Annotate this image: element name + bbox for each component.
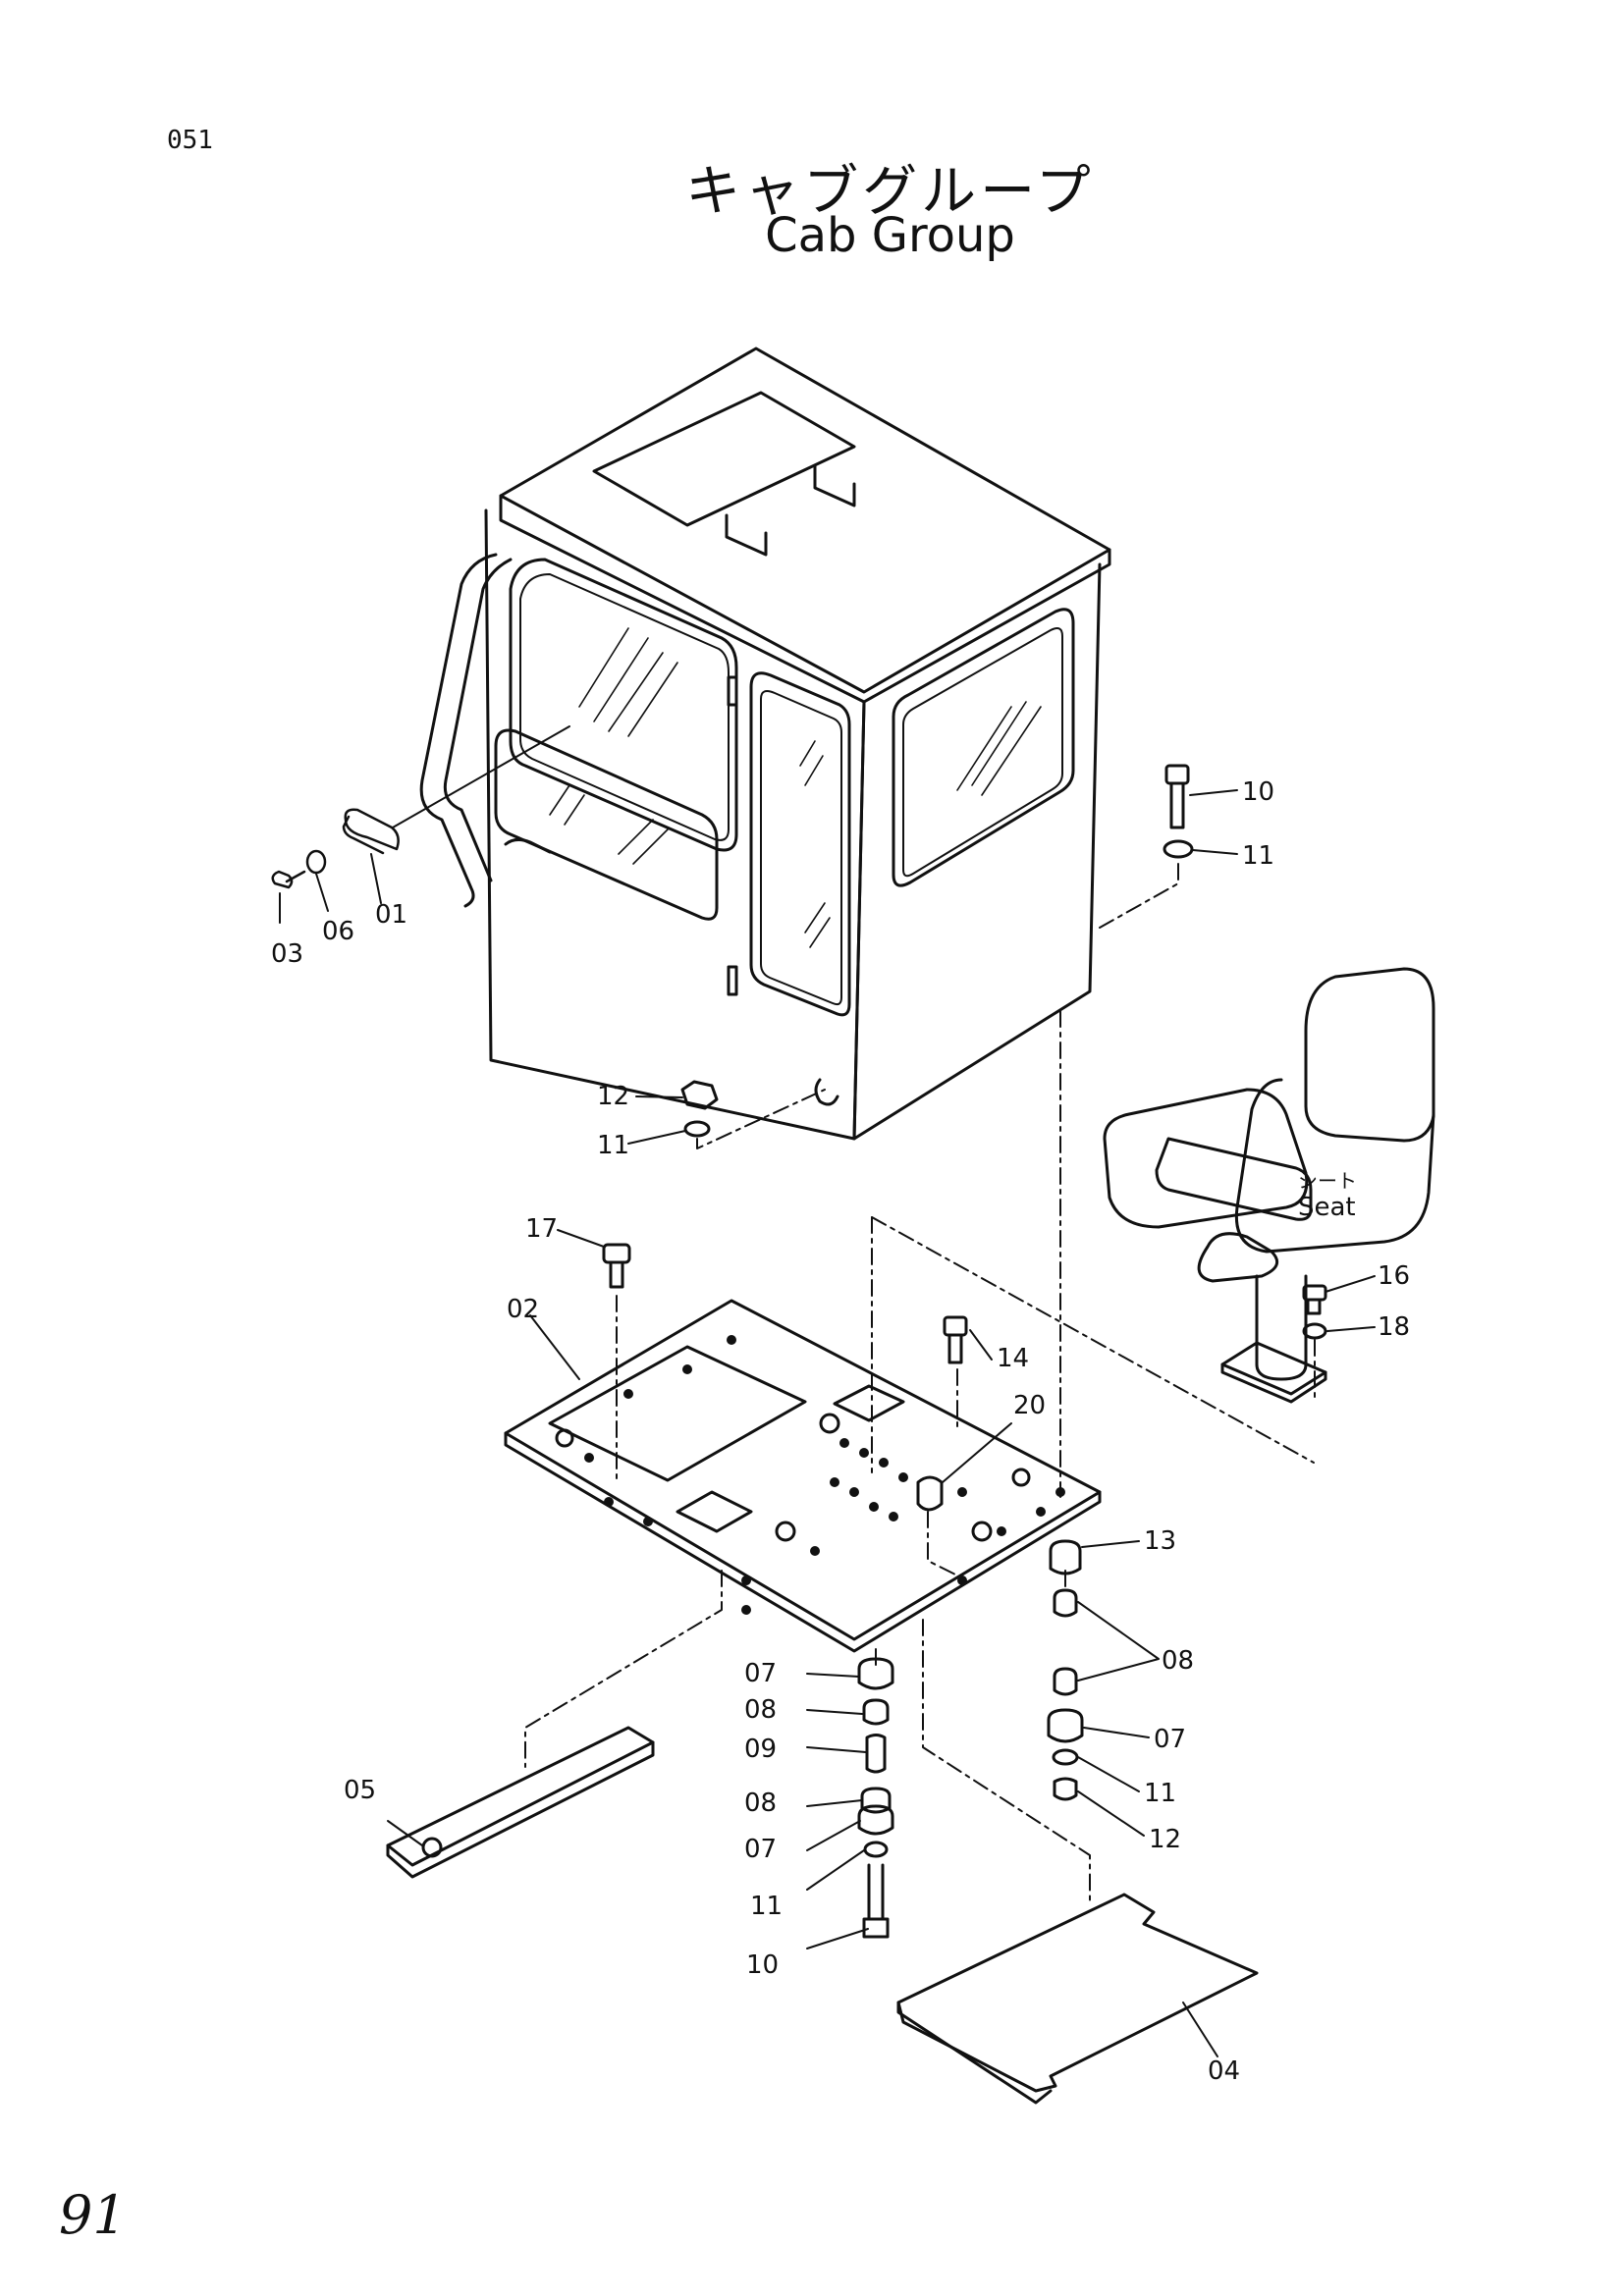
leader-lines — [279, 725, 1376, 2057]
callout-11-right: 11 — [1144, 1779, 1176, 1808]
callout-05: 05 — [344, 1776, 376, 1805]
callout-07-center-bottom: 07 — [744, 1835, 777, 1864]
callout-labels: 01 03 06 10 11 12 11 17 02 14 20 16 18 1… — [271, 777, 1410, 2086]
page-code: 051 — [167, 126, 213, 155]
title-english: Cab Group — [765, 208, 1015, 263]
callout-09: 09 — [744, 1735, 777, 1764]
callout-07-right: 07 — [1154, 1725, 1186, 1754]
seat-label-jp: シート — [1298, 1169, 1357, 1193]
callout-02: 02 — [507, 1295, 539, 1324]
parts — [271, 764, 1327, 2105]
seat-label-en: Seat — [1298, 1193, 1356, 1222]
callout-11-upper: 11 — [1242, 841, 1274, 871]
callout-11-center: 11 — [750, 1892, 783, 1921]
callout-18: 18 — [1378, 1312, 1410, 1342]
callout-07-center-top: 07 — [744, 1659, 777, 1688]
callout-03: 03 — [271, 939, 303, 969]
callout-08-center-bottom: 08 — [744, 1789, 777, 1818]
callout-17: 17 — [525, 1214, 558, 1244]
operator-seat — [1103, 967, 1435, 1404]
cab-body — [419, 347, 1111, 1141]
callout-01: 01 — [375, 900, 407, 930]
callout-06: 06 — [322, 917, 354, 946]
floor-plate — [504, 1299, 1102, 1653]
callout-20: 20 — [1013, 1391, 1046, 1420]
callout-11-mid: 11 — [597, 1131, 629, 1160]
callout-16: 16 — [1378, 1261, 1410, 1291]
callout-13: 13 — [1144, 1526, 1176, 1556]
title-japanese: キャブグループ — [685, 160, 1095, 224]
callout-12-right: 12 — [1149, 1825, 1181, 1854]
callout-08-right: 08 — [1162, 1646, 1194, 1676]
callout-08-center-top: 08 — [744, 1695, 777, 1725]
callout-04: 04 — [1208, 2056, 1240, 2086]
callout-10-upper: 10 — [1242, 777, 1274, 807]
page-number: 91 — [59, 2184, 127, 2246]
callout-10-center: 10 — [746, 1950, 779, 1980]
callout-12-upper: 12 — [597, 1082, 629, 1111]
callout-14: 14 — [997, 1344, 1029, 1373]
